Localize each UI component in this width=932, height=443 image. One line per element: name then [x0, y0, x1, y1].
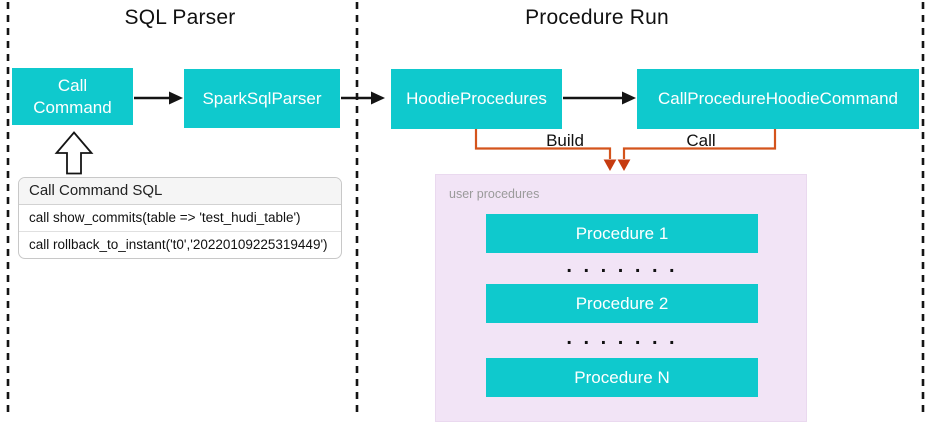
arrowhead-icon: [622, 91, 636, 105]
node-callprocedurehoodiecommand: CallProcedureHoodieCommand: [637, 69, 919, 129]
arrowhead-icon: [169, 91, 183, 105]
node-call-command: Call Command: [12, 68, 133, 125]
edge-label-call: Call: [686, 131, 716, 150]
edge-label-build: Build: [546, 131, 584, 150]
section-title-sql-parser: SQL Parser: [124, 6, 236, 29]
user-procedures-label: user procedures: [449, 187, 540, 201]
call-command-sql-panel: Call Command SQL call show_commits(table…: [18, 177, 342, 259]
section-title-procedure-run: Procedure Run: [525, 6, 669, 29]
build-connector: [474, 128, 612, 159]
up-arrow-icon: [54, 131, 94, 175]
build-arrowhead-icon: [603, 159, 617, 171]
sql-panel-title: Call Command SQL: [19, 178, 341, 205]
ellipsis-dots: . . . . . . .: [566, 255, 678, 277]
user-procedures-panel: user procedures Procedure 1 . . . . . . …: [435, 174, 807, 422]
call-connector: [622, 128, 777, 159]
ellipsis-dots: . . . . . . .: [566, 327, 678, 349]
node-procedure-n: Procedure N: [486, 358, 758, 397]
sql-statement-rollback: call rollback_to_instant('t0','202201092…: [29, 237, 328, 252]
node-procedure-2: Procedure 2: [486, 284, 758, 323]
node-procedure-1: Procedure 1: [486, 214, 758, 253]
node-sparksqlparser: SparkSqlParser: [184, 69, 340, 128]
node-hoodieprocedures: HoodieProcedures: [391, 69, 562, 129]
arrowhead-icon: [371, 91, 385, 105]
call-arrowhead-icon: [617, 159, 631, 171]
sql-statement-show-commits: call show_commits(table => 'test_hudi_ta…: [19, 205, 341, 232]
